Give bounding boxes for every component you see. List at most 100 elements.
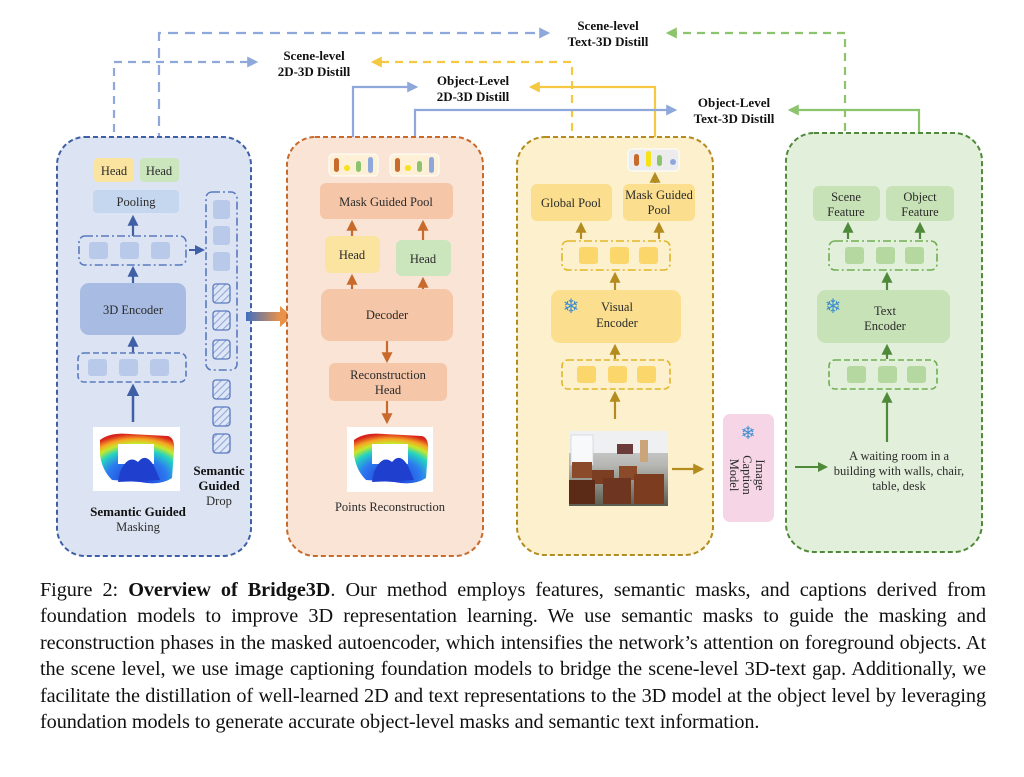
head-yellow-label: Head	[101, 164, 128, 178]
token-group-visual	[561, 240, 671, 271]
reconstruction-head-label-1: Reconstruction	[350, 368, 426, 382]
scene-2d3d-arrow-from-3d	[112, 56, 259, 160]
caption-text-line-2: building with walls, chair,	[834, 464, 964, 478]
token	[213, 252, 230, 271]
image-caption-model: ❄ Image Caption Model	[723, 414, 774, 522]
token	[907, 366, 926, 383]
3d-encoder-label: 3D Encoder	[103, 303, 164, 317]
token	[150, 359, 169, 376]
object-feature-label-1: Object	[903, 190, 937, 204]
object-feature-block	[886, 186, 954, 221]
token	[119, 359, 138, 376]
global-pool-label: Global Pool	[541, 196, 602, 210]
token	[847, 366, 866, 383]
token	[577, 366, 596, 383]
visual-encoder-label-2: Encoder	[596, 316, 638, 330]
token	[878, 366, 897, 383]
caption-model-label-3: Model	[727, 459, 741, 492]
token	[845, 247, 864, 264]
head-yellow	[325, 236, 380, 273]
object-2d3d-arrow-from-visual	[528, 81, 657, 148]
caption-prefix: Figure 2:	[40, 579, 129, 601]
head-yellow-label: Head	[339, 248, 366, 262]
token	[89, 242, 108, 259]
reconstruction-head-label-2: Head	[375, 383, 402, 397]
token	[639, 247, 658, 264]
token	[120, 242, 139, 259]
pointcloud-image-masking	[93, 427, 180, 491]
mask-guided-pool-label-2: Pool	[648, 203, 671, 217]
token-group-image	[561, 359, 671, 390]
bridge3d-overview-diagram: Scene-level 2D-3D Distill Scene-level Te…	[56, 18, 983, 557]
pointcloud-image-reconstruction	[347, 427, 433, 492]
decoder-label: Decoder	[366, 308, 409, 322]
distill-labels: Scene-level 2D-3D Distill Scene-level Te…	[278, 18, 775, 126]
caption-model-label-2: Caption	[740, 455, 754, 495]
object-text3d-label-line1: Object-Level	[698, 95, 771, 110]
object-2d3d-label-line1: Object-Level	[437, 73, 510, 88]
global-pool-block	[531, 184, 612, 221]
text-encoder-label-1: Text	[874, 304, 897, 318]
snowflake-icon: ❄	[740, 423, 755, 443]
scene-text3d-label-line1: Scene-level	[577, 18, 639, 33]
token-group-text-encoded	[828, 240, 938, 271]
mask-guided-pool-block	[320, 183, 453, 219]
token	[876, 247, 895, 264]
text-encoder-block	[817, 290, 950, 343]
token	[213, 200, 230, 219]
token-group-caption	[828, 359, 938, 390]
head-green-label: Head	[146, 164, 173, 178]
dropped-token	[212, 379, 231, 400]
dropped-token	[212, 339, 231, 360]
figure-caption: Figure 2: Overview of Bridge3D. Our meth…	[40, 577, 986, 735]
token-group-encoded	[78, 235, 187, 266]
token	[608, 366, 627, 383]
text-encoder-label-2: Encoder	[864, 319, 906, 333]
token	[637, 366, 656, 383]
caption-text-line-1: A waiting room in a	[849, 449, 949, 463]
panel-visual: Global Pool Mask Guided Pool ❄ Visual En…	[516, 136, 714, 556]
scene-feature-label-1: Scene	[831, 190, 861, 204]
object-2d3d-arrow-from-decoder	[351, 81, 419, 155]
caption-title: Overview of Bridge3D	[128, 579, 331, 601]
scene-feature-block	[813, 186, 880, 221]
dropped-token	[212, 283, 231, 304]
panel-text: Scene Feature Object Feature ❄ Text Enco…	[785, 132, 983, 553]
scene-text3d-arrow-from-text	[665, 27, 847, 187]
head-green	[140, 158, 179, 182]
encoder-to-decoder-arrow	[246, 306, 292, 327]
object-feature-label-2: Feature	[901, 205, 939, 219]
drop-label: Drop	[206, 494, 232, 508]
drop-label-bold-1: Semantic	[193, 463, 245, 478]
object-feature-bars-visual	[627, 148, 680, 172]
dropped-token	[212, 433, 231, 454]
token-group-input	[77, 352, 187, 383]
room-photo	[569, 431, 668, 506]
dropped-token	[212, 406, 231, 427]
head-yellow	[94, 158, 134, 182]
dropped-token	[212, 310, 231, 331]
scene-2d3d-label-line2: 2D-3D Distill	[278, 64, 351, 79]
token	[610, 247, 629, 264]
snowflake-icon: ❄	[563, 296, 580, 318]
points-reconstruction-label: Points Reconstruction	[335, 500, 446, 514]
token	[213, 226, 230, 245]
mask-guided-pool-block	[623, 184, 695, 221]
scene-text3d-arrow-from-3d	[157, 27, 551, 160]
pooling-block	[93, 190, 179, 213]
head-green-label: Head	[410, 252, 437, 266]
visual-encoder-label-1: Visual	[601, 300, 633, 314]
drop-token-column	[205, 191, 238, 371]
decoder-block	[321, 289, 453, 341]
visual-encoder-block	[551, 290, 681, 343]
mask-guided-pool-label: Mask Guided Pool	[339, 195, 433, 209]
scene-2d3d-label-line1: Scene-level	[283, 48, 345, 63]
token	[579, 247, 598, 264]
reconstruction-head-block	[329, 363, 447, 401]
caption-body: . Our method employs features, semantic …	[40, 579, 986, 734]
token	[905, 247, 924, 264]
object-text3d-label-line2: Text-3D Distill	[694, 111, 775, 126]
object-feature-bars-right	[389, 153, 440, 177]
scene-2d3d-arrow-from-visual	[370, 56, 574, 187]
token	[151, 242, 170, 259]
